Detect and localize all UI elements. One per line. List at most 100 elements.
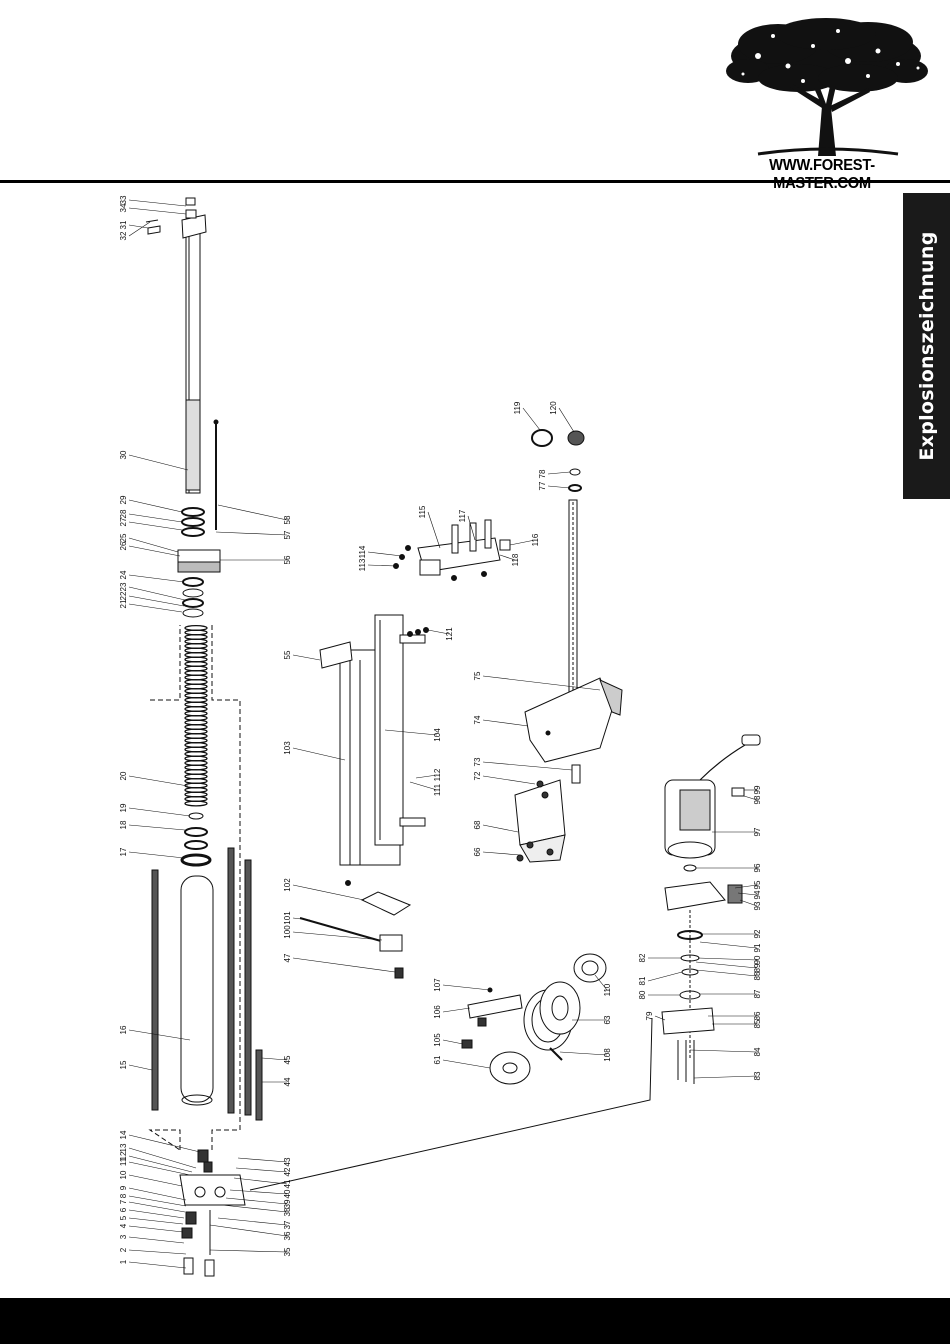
part-number-label: 20 [119,771,128,780]
leader-line [482,851,521,856]
page-header: WWW.FOREST-MASTER.COM [0,0,950,192]
leader-line [209,1249,288,1253]
leader-line [292,884,365,901]
oak-tree-logo [726,18,928,156]
part-number-label: 81 [638,976,647,985]
leader-line [128,595,185,607]
part-number-label: 11 [119,1157,128,1166]
leader-line [737,892,758,896]
part-number-label: 97 [753,827,762,836]
leader-line [128,1155,193,1173]
part-number-label: 42 [283,1167,292,1176]
part-number-label: 38 [283,1207,292,1216]
part-number-label: 115 [418,505,427,518]
part-number-label: 55 [283,650,292,659]
leader-line [427,629,450,635]
leader-line [695,969,758,977]
leader-line [128,1236,185,1244]
part-number-label: 112 [433,768,442,781]
leader-line [128,199,187,207]
part-number-label: 77 [538,481,547,490]
leader-line [128,807,191,817]
part-number-label: 36 [283,1231,292,1240]
part-number-label: 91 [753,943,762,952]
leader-line [128,513,183,523]
part-number-label: 32 [119,231,128,240]
exploded-view-diagram: 1234567891011121314151617181920212223242… [119,195,762,1277]
leader-line [559,1051,608,1056]
part-number-label: 72 [473,771,482,780]
leader-line [292,747,346,761]
part-number-label: 40 [283,1189,292,1198]
part-number-label: 111 [433,783,442,796]
leader-line [743,795,758,801]
pulley-assembly [461,953,607,1085]
leader-line [128,1064,153,1071]
leader-line [482,824,519,833]
leader-line [558,407,575,433]
part-number-label: 13 [119,1143,128,1152]
motor-pump-assembly [661,734,761,1084]
part-number-label: 15 [119,1060,128,1069]
leader-line [699,941,758,949]
foot-plate-assembly [524,429,623,763]
leader-line [128,1134,201,1153]
leader-line [128,603,183,613]
part-number-label: 93 [753,901,762,910]
part-number-label: 14 [119,1130,128,1139]
part-number-label: 95 [753,880,762,889]
part-number-label: 102 [283,878,292,892]
part-number-label: 47 [283,953,292,962]
leader-line [128,545,181,557]
leader-line [292,957,396,973]
leader-line [128,207,187,215]
leader-line [128,1187,187,1201]
part-number-label: 57 [283,530,292,539]
part-number-label: 9 [119,1185,128,1190]
part-number-label: 75 [473,671,482,680]
part-number-label: 56 [283,555,292,564]
part-number-label: 82 [638,953,647,962]
part-number-label: 86 [753,1011,762,1020]
part-number-label: 66 [473,847,482,856]
leader-line [217,504,288,521]
leader-line [128,1217,184,1225]
part-number-label: 22 [119,591,128,600]
part-number-label: 87 [753,989,762,998]
leader-line [734,884,758,889]
part-number-label: 27 [119,517,128,526]
part-number-label: 119 [513,401,522,414]
leader-line [128,1225,184,1233]
part-number-label: 98 [753,795,762,804]
leader-line [209,1224,288,1237]
leader-line [499,554,516,561]
part-number-label: 68 [473,820,482,829]
part-number-label: 61 [433,1055,442,1064]
part-number-label: 4 [119,1223,128,1228]
part-number-label: 37 [283,1220,292,1229]
leader-line [482,775,536,785]
leader-line [482,719,529,727]
leader-line [509,539,536,546]
part-number-label: 19 [119,803,128,812]
section-tab-label: Explosionszeichnung [915,231,938,461]
part-number-label: 33 [119,195,128,204]
top-bracket [393,519,511,581]
part-number-label: 25 [119,533,128,542]
part-number-label: 104 [433,728,442,742]
leader-line [128,1161,191,1176]
leader-line [415,774,438,779]
website-url[interactable]: WWW.FOREST-MASTER.COM [769,157,875,192]
part-number-label: 28 [119,509,128,518]
part-number-label: 7 [119,1199,128,1204]
leader-line [128,574,185,583]
part-number-label: 23 [119,582,128,591]
part-number-label: 3 [119,1234,128,1239]
leader-line [482,761,573,771]
leader-line [237,1157,288,1163]
leader-line [654,1015,666,1021]
leader-line [292,931,383,941]
leader-line [128,224,149,229]
leader-line [292,917,311,921]
part-number-label: 24 [119,570,128,579]
